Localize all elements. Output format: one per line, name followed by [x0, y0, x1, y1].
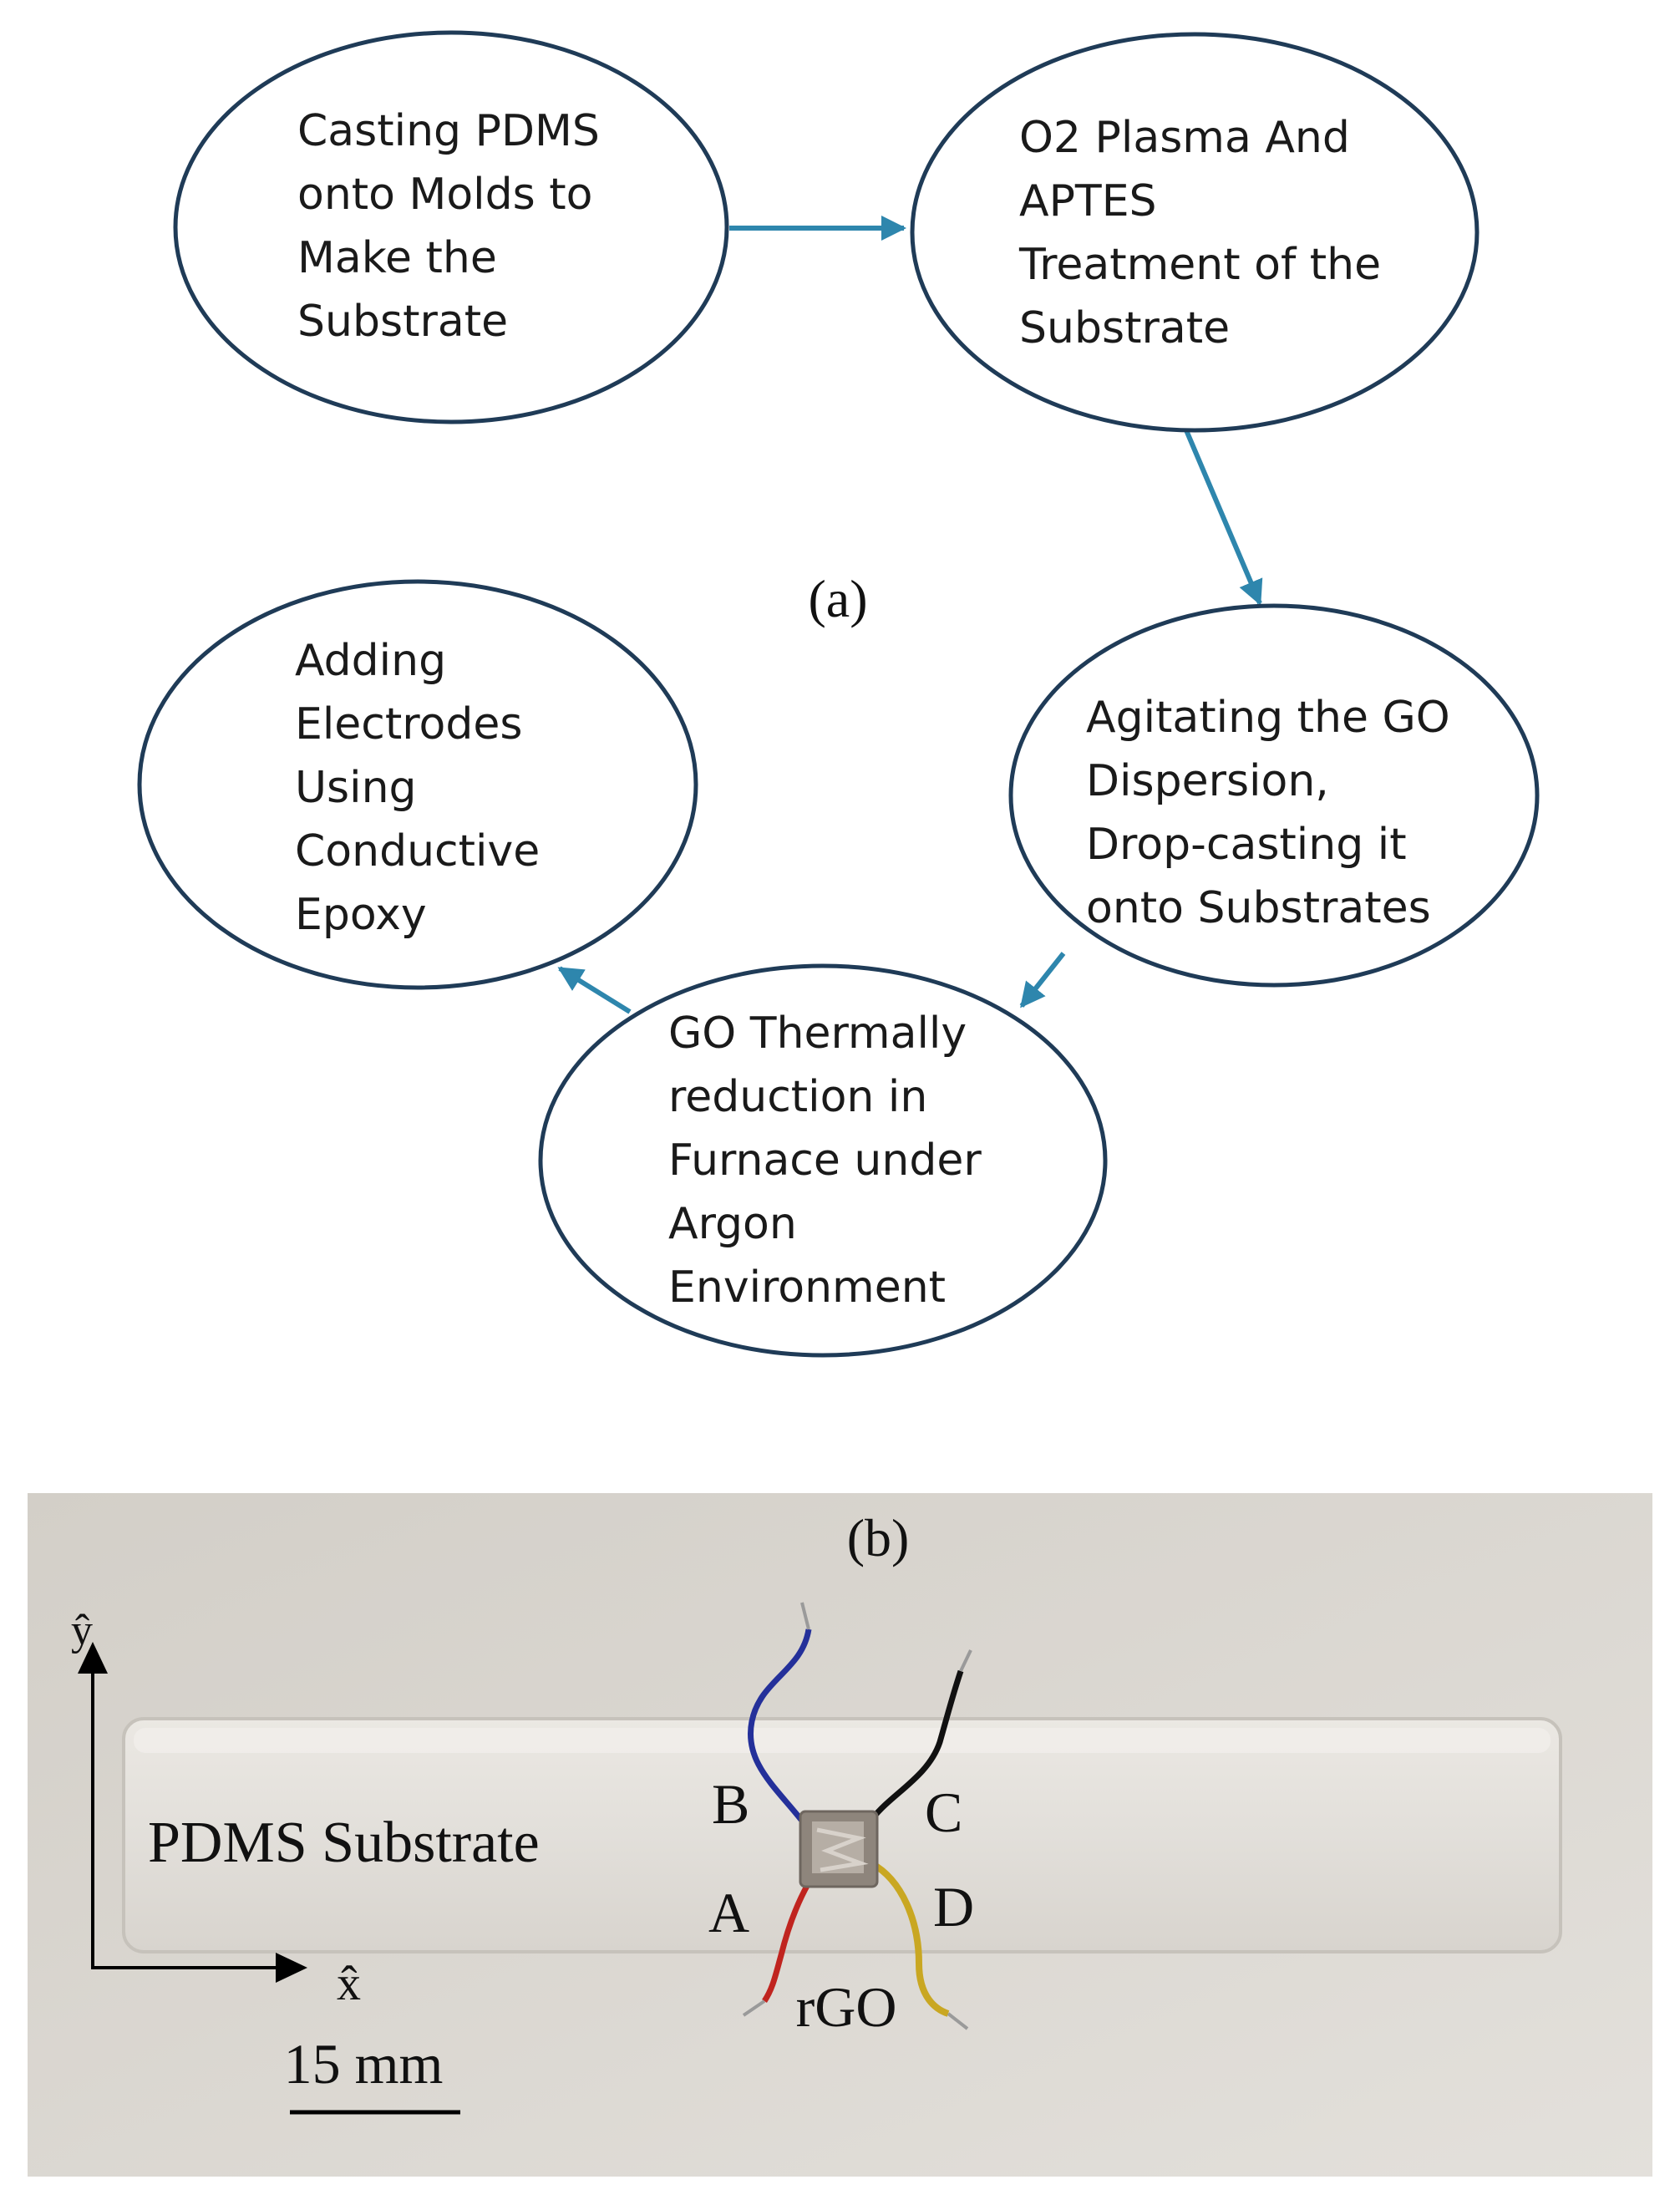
node-label-line: Agitating the GO	[1086, 693, 1450, 743]
electrode-label-b: B	[712, 1772, 749, 1836]
node-label-line: Drop-casting it	[1086, 820, 1407, 870]
node-label-line: APTES	[1019, 176, 1157, 226]
electrode-label-a: A	[708, 1881, 749, 1944]
panel-a-label: (a)	[808, 569, 867, 628]
node-label-line: Furnace under	[668, 1135, 982, 1186]
node-label-line: Electrodes	[295, 699, 522, 749]
wire-c-black	[866, 1669, 964, 1826]
panel-b-label: (b)	[847, 1508, 910, 1567]
x-axis-label: x̂	[337, 1956, 361, 2010]
node-label-line: onto Molds to	[297, 170, 592, 220]
node-label-line: Dispersion,	[1086, 756, 1329, 806]
node-label-line: Substrate	[297, 297, 508, 347]
panel-b-photo: ŷ x̂ PDMS Substrate B C A D rGO 15 mm (b…	[28, 1493, 1652, 2177]
node-label-line: reduction in	[668, 1072, 927, 1122]
electrode-label-d: D	[933, 1875, 974, 1938]
node-label-line: Epoxy	[295, 890, 427, 940]
node-label: Agitating the GO Dispersion, Drop-casting …	[1086, 693, 1450, 933]
node-label-line: Using	[295, 763, 417, 813]
rgo-label: rGO	[796, 1975, 897, 2039]
scale-bar-label: 15 mm	[284, 2032, 444, 2096]
flow-node-agitating-go: Agitating the GO Dispersion, Drop-casting …	[1008, 603, 1540, 988]
arrow-n3-n4	[1019, 952, 1066, 1008]
node-label-line: Environment	[668, 1262, 946, 1313]
flow-arrows	[557, 216, 1263, 1014]
node-label-line: Make the	[297, 233, 497, 283]
node-label-line: Treatment of the	[1018, 240, 1381, 290]
node-label-line: Conductive	[295, 826, 540, 876]
node-label-line: Argon	[668, 1199, 797, 1249]
node-label-line: Substrate	[1019, 303, 1230, 353]
electrode-label-c: C	[925, 1781, 962, 1844]
wire-b-blue	[748, 1628, 812, 1826]
y-axis-label: ŷ	[71, 1607, 93, 1654]
substrate-label: PDMS Substrate	[148, 1811, 540, 1875]
node-label-line: Casting PDMS	[297, 106, 600, 156]
wire-d-yellow	[869, 1860, 950, 2017]
node-label-line: O2 Plasma And	[1019, 113, 1350, 163]
arrow-n2-n3	[1184, 429, 1263, 606]
node-label-line: onto Substrates	[1086, 883, 1431, 933]
node-label-line: Adding	[295, 636, 446, 686]
arrow-n4-n5	[557, 966, 632, 1014]
node-label-line: GO Thermally	[668, 1008, 967, 1059]
